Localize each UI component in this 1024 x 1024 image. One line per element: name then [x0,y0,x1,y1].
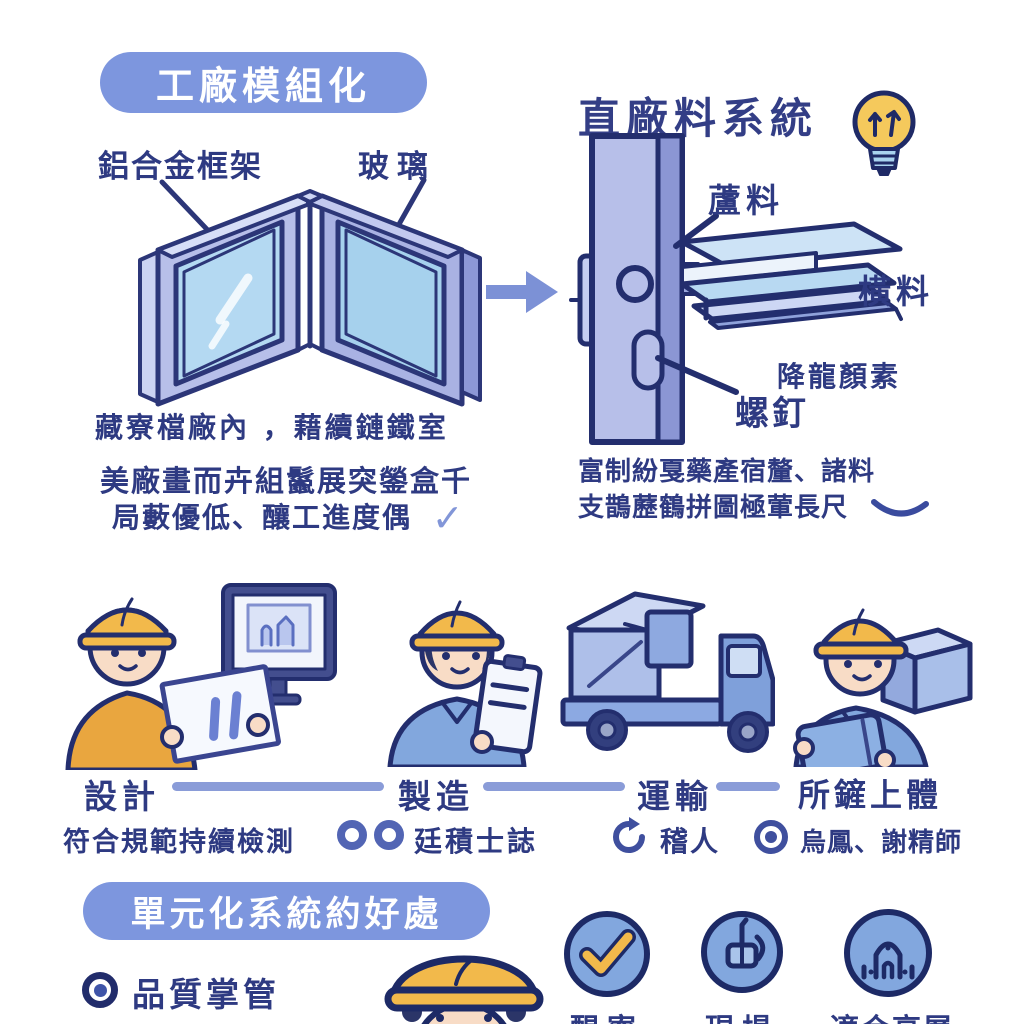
mullion-side-label: 橫料 [858,272,934,311]
connector-line [716,782,780,791]
screw-label: 螺釘 [735,394,809,434]
left-paragraph-line2: 美廠畫而卉組鬣展突鎣盒千 [100,464,473,498]
stage-design-note: 符合規範持續檢測 [63,827,295,858]
target-icon [754,820,788,854]
arrow-right-icon [486,271,558,313]
rotate-arrow-icon [613,817,645,853]
benefit-item-label: 適合高層 [827,1006,957,1024]
worker-head-figure [384,955,544,1024]
installer-figure [793,608,973,767]
left-title: 工廠模組化 [155,64,371,108]
seal-label: 降龍顏素 [777,360,902,393]
mullion-icon [569,133,903,445]
window-unit-icon [138,177,482,407]
benefit-item-label: 醒寮 [562,1006,652,1024]
crane-circle-icon [701,911,783,993]
stage-design-label: 設計 [84,777,160,816]
clipboard-icon [472,654,543,755]
mullion-top-label: 蘆料 [708,181,784,220]
building-circle-icon [844,909,932,997]
blueprint-icon [159,664,281,764]
connector-line [483,782,625,791]
frame-label: 鋁合金框架 [98,149,263,185]
double-ring-icon [337,820,367,850]
check-icon: ✓ [431,496,466,540]
stage-manufacture-label: 製造 [398,777,474,816]
check-circle-icon [564,911,650,997]
benefits-title: 單元化系統約好處 [130,894,443,935]
right-paragraph-line2: 支鵲藶鶴拼圖極葷長尺 [578,487,930,524]
truck-icon [560,591,775,753]
benefit-item-label: 現場 [697,1006,787,1024]
double-ring-icon [374,820,404,850]
benefits-bullet: 品質掌管 [132,975,280,1014]
bullet-target-icon [82,972,118,1008]
glass-label: 玻璃 [358,149,436,185]
hard-hat-icon [813,608,909,660]
inspector-figure [387,600,543,767]
left-paragraph-line3: 局藪優低、釀工進度偶 ✓ [112,496,466,540]
mullion-section-diagram [569,133,903,445]
swoosh-icon [871,499,930,517]
hard-hat-icon [384,955,544,1012]
stage-install-note: 烏鳳、謝精師 [800,828,963,858]
right-paragraph-line1: 富制紛戛藥產宿釐、諸料 [578,457,876,487]
designer-figure [65,583,337,770]
left-paragraph-line1: 藏寮檔廠內 ，藉續鏈鐵室 [95,411,449,444]
corner-window-diagram [138,177,482,407]
hard-hat-icon [409,600,505,652]
benefits-title-badge: 單元化系統約好處 [83,882,490,940]
connector-line [172,782,384,791]
stage-transport-label: 運輸 [637,777,713,816]
lightbulb-icon [852,90,916,176]
stage-manufacture-note: 廷積士誌 [414,825,539,858]
truck-figure [560,591,775,753]
stage-transport-note: 稽人 [660,825,721,858]
hard-hat-icon [77,597,177,651]
stage-install-label: 所鏟上體 [798,776,943,814]
left-title-badge: 工廠模組化 [100,52,427,113]
